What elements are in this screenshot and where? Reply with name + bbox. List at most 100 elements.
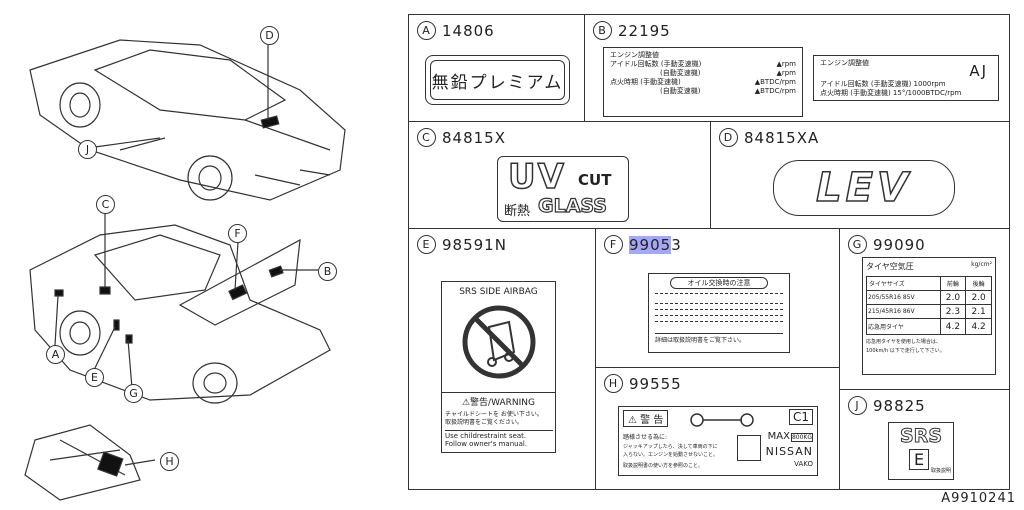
max-kg: 800KG: [790, 433, 813, 442]
row-label: アイドル回転数 (手動変速機): [610, 60, 702, 68]
callout-g[interactable]: G: [124, 384, 143, 403]
callout-d[interactable]: D: [260, 26, 279, 45]
table-cell: 2.1: [965, 304, 992, 319]
label-engine-tuning-right: エンジン調整値 AJ アイドル回転数 (手動変速機) 1000rpm 点火時期 …: [813, 55, 999, 101]
cell-letter: F: [604, 235, 623, 254]
e-text: E: [909, 449, 929, 470]
lev-emblem: LEV: [773, 160, 955, 216]
part-number-selected[interactable]: 9905: [629, 235, 672, 254]
cell-letter: J: [848, 396, 867, 415]
cell-b: B 22195 エンジン調整値 アイドル回転数 (手動変速機) ▲rpm (自動変速…: [584, 14, 1010, 122]
row-value: ▲rpm: [776, 69, 796, 77]
part-number: 84815XA: [744, 128, 820, 147]
callout-b[interactable]: B: [318, 262, 337, 281]
uv-text: UV: [507, 156, 566, 198]
jp-line: 入らない。エンジンを始動させないこと。: [623, 452, 719, 458]
cell-letter: B: [593, 21, 612, 40]
warning-text: ⚠ 警 告: [623, 410, 669, 427]
table-cell: 215/45R16 86V: [866, 304, 941, 319]
car-door-icon: [737, 435, 761, 461]
cell-letter: E: [417, 235, 436, 254]
cell-e: E 98591N SRS SIDE AIRBAG ⚠警告/WARNING チャイル…: [408, 228, 596, 490]
table-cell: 2.0: [965, 290, 992, 305]
table-head: タイヤサイズ: [866, 276, 941, 291]
jp-line: ジャッキアップしたら、決して車両の下に: [623, 444, 718, 450]
jp-line: チャイルドシートを お使い下さい。: [445, 411, 543, 418]
callout-a[interactable]: A: [46, 345, 65, 364]
part-number: 84815X: [442, 128, 506, 147]
note-line: 100km/h 以下で走行して下さい。: [866, 348, 945, 354]
row-value: ▲BTDC/rpm: [754, 87, 796, 95]
tag-text: 取扱説明: [930, 468, 951, 474]
label-foot: 詳細は取扱説明書をご覧下さい。: [655, 333, 783, 345]
table-head: 前輪: [939, 276, 967, 291]
cell-c: C 84815X UV CUT 断熱 GLASS: [408, 121, 711, 229]
row-value: ▲BTDC/rpm: [754, 78, 796, 86]
note-line: 応急用タイヤを使用した場合は、: [866, 339, 941, 345]
table-cell: 205/55R16 85V: [866, 290, 941, 305]
label-srs: SRS E 取扱説明: [888, 422, 954, 480]
c1-text: C1: [788, 409, 813, 425]
label-title: エンジン調整値: [610, 51, 659, 59]
table-cell: 2.3: [939, 304, 967, 319]
label-oil-change: オイル交換時の注意 詳細は取扱説明書をご覧下さい。: [648, 273, 790, 353]
row-value: ▲rpm: [776, 60, 796, 68]
cell-letter: A: [417, 21, 436, 40]
label-unit: kg/cm²: [971, 261, 992, 268]
label-title: タイヤ空気圧: [866, 262, 914, 271]
callout-c[interactable]: C: [96, 195, 115, 214]
jp-line: 取扱説明書をご覧ください。: [445, 419, 524, 426]
part-number: 22195: [618, 21, 671, 40]
table-cell: 2.0: [939, 290, 967, 305]
jack-pictogram: [690, 413, 754, 427]
car-bottom-body: [29, 224, 331, 401]
callout-h[interactable]: H: [160, 452, 179, 471]
label-uv-cut-glass: UV CUT 断熱 GLASS: [497, 156, 629, 222]
cell-letter: C: [417, 128, 436, 147]
callout-j[interactable]: J: [78, 140, 97, 159]
table-head: 後輪: [965, 276, 992, 291]
car-illustrations: [24, 39, 346, 501]
part-number: 99090: [873, 235, 926, 254]
label-title: オイル交換時の注意: [670, 277, 768, 289]
label-engine-tuning-left: エンジン調整値 アイドル回転数 (手動変速機)▲rpm (自動変速機)▲rpm …: [603, 47, 803, 117]
jp-line: 取扱説明書の使い方を参照のこと。: [623, 463, 704, 469]
row-label: (自動変速機): [660, 69, 701, 77]
part-number-rest: 3: [671, 235, 682, 254]
row-label: 点火時期 (手動変速機): [610, 78, 681, 86]
part-number: 98825: [873, 396, 926, 415]
row-label: (自動変速機): [660, 87, 701, 95]
table-cell: 4.2: [939, 318, 967, 335]
part-number: 99555: [629, 374, 682, 393]
label-unleaded-premium: 無鉛プレミアム: [425, 55, 570, 105]
cell-f: F 99053 オイル交換時の注意 詳細は取扱説明書をご覧下さい。: [595, 228, 840, 368]
label-srs-side-airbag: SRS SIDE AIRBAG ⚠警告/WARNING チャイルドシートを お使…: [441, 281, 556, 453]
en-line: Follow owner's manual.: [445, 440, 528, 448]
reference-code: A9910241: [941, 491, 1016, 506]
jp-line: 踏様させる為に:: [623, 434, 668, 441]
cell-letter: H: [604, 374, 623, 393]
label-title: SRS SIDE AIRBAG: [459, 287, 538, 297]
max-word: MAX: [767, 431, 790, 442]
label-text: 無鉛プレミアム: [431, 72, 564, 93]
part-number: 98591N: [442, 235, 507, 254]
part-number: 14806: [442, 21, 495, 40]
label-title: エンジン調整値: [820, 59, 869, 67]
callout-e[interactable]: E: [85, 368, 104, 387]
brand-text: NISSAN: [765, 445, 813, 458]
label-code: AJ: [969, 62, 988, 80]
cell-letter: D: [719, 128, 738, 147]
car-top-body: [29, 39, 346, 201]
table-cell: 4.2: [965, 318, 992, 335]
cell-a: A 14806 無鉛プレミアム: [408, 14, 585, 122]
cell-j: J 98825 SRS E 取扱説明: [839, 389, 1010, 490]
srs-text: SRS: [900, 425, 943, 448]
en-line: Use childrestraint seat.: [445, 430, 553, 441]
callout-f[interactable]: F: [228, 224, 247, 243]
cell-d: D 84815XA LEV: [710, 121, 1010, 229]
